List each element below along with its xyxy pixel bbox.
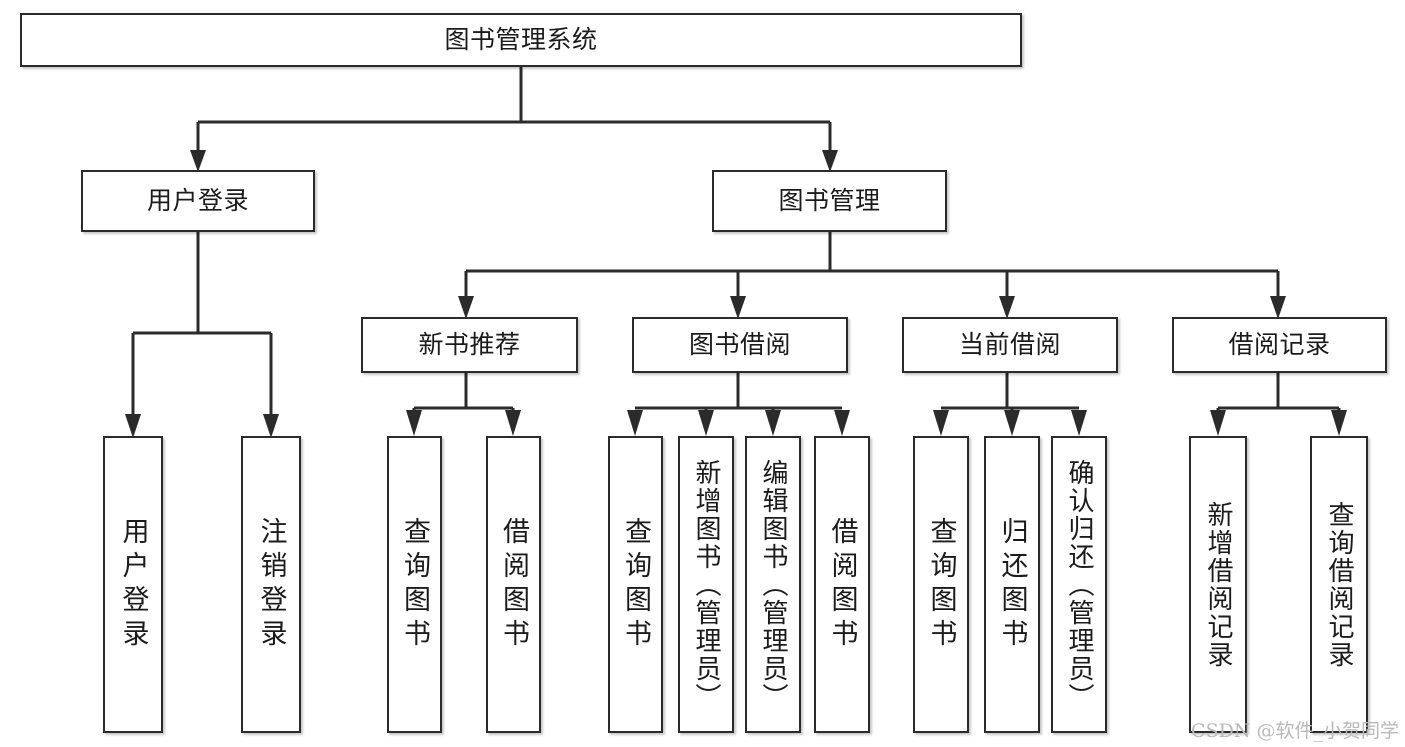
arrowhead-query-book-1	[406, 410, 422, 436]
node-confirm-return-admin-label: 确认归还（管理员）	[1064, 458, 1094, 711]
arrowhead-query-book-2	[627, 410, 643, 436]
node-user-login-label: 用户登录	[146, 185, 249, 215]
node-book-manage[interactable]: 图书管理	[712, 170, 947, 232]
node-confirm-return-admin[interactable]: 确认归还（管理员）	[1051, 436, 1107, 733]
node-current-borrow[interactable]: 当前借阅	[902, 317, 1118, 373]
node-current-borrow-label: 当前借阅	[958, 329, 1061, 359]
arrowhead-user-login-leaf	[125, 414, 141, 438]
node-return-book-label: 归还图书	[996, 516, 1028, 653]
node-query-book-1[interactable]: 查询图书	[387, 436, 442, 733]
node-root[interactable]: 图书管理系统	[20, 13, 1022, 67]
node-query-book-3[interactable]: 查询图书	[913, 436, 969, 733]
node-edit-book-admin-label: 编辑图书（管理员）	[758, 458, 788, 711]
node-edit-book-admin[interactable]: 编辑图书（管理员）	[745, 436, 801, 733]
node-add-borrow-record[interactable]: 新增借阅记录	[1189, 436, 1247, 733]
node-query-book-1-label: 查询图书	[399, 516, 430, 653]
node-borrow-record-label: 借阅记录	[1228, 329, 1331, 359]
node-borrow-book-1-label: 借阅图书	[498, 516, 529, 653]
node-borrow-book-2-label: 借阅图书	[826, 516, 858, 653]
node-query-book-2[interactable]: 查询图书	[608, 436, 663, 733]
node-query-book-2-label: 查询图书	[620, 516, 651, 653]
node-query-book-3-label: 查询图书	[925, 516, 957, 653]
arrowhead-return-book	[1004, 410, 1020, 436]
node-user-logout-leaf-label: 注销登录	[255, 516, 287, 653]
node-user-login[interactable]: 用户登录	[81, 170, 315, 232]
arrowhead-confirm-return-admin	[1071, 410, 1087, 436]
arrowhead-edit-book-admin	[765, 410, 781, 436]
arrowhead-user-login	[190, 150, 206, 172]
node-book-borrow[interactable]: 图书借阅	[632, 317, 848, 373]
node-root-label: 图书管理系统	[444, 24, 598, 54]
node-add-book-admin-label: 新增图书（管理员）	[691, 458, 721, 711]
node-book-manage-label: 图书管理	[778, 185, 881, 215]
arrowhead-add-book-admin	[698, 410, 714, 436]
arrowhead-user-logout-leaf	[263, 414, 279, 438]
node-borrow-book-1[interactable]: 借阅图书	[486, 436, 541, 733]
node-borrow-record[interactable]: 借阅记录	[1172, 317, 1387, 373]
node-add-borrow-record-label: 新增借阅记录	[1203, 500, 1233, 669]
arrowhead-query-book-3	[933, 410, 949, 436]
node-user-logout-leaf[interactable]: 注销登录	[241, 436, 301, 733]
node-new-book-recommend-label: 新书推荐	[418, 329, 521, 359]
node-book-borrow-label: 图书借阅	[688, 329, 791, 359]
node-user-login-leaf-label: 用户登录	[117, 516, 149, 653]
arrowhead-borrow-record	[1270, 296, 1286, 319]
arrowhead-query-borrow-record	[1331, 410, 1347, 436]
csdn-watermark: CSDN @软件_小贺同学	[1191, 720, 1399, 742]
arrowhead-book-manage	[822, 150, 838, 172]
node-new-book-recommend[interactable]: 新书推荐	[361, 317, 578, 373]
arrowhead-add-borrow-record	[1210, 410, 1226, 436]
arrowhead-borrow-book-1	[505, 410, 521, 436]
arrowhead-book-borrow	[730, 296, 746, 319]
node-borrow-book-2[interactable]: 借阅图书	[814, 436, 870, 733]
arrowhead-current-borrow	[999, 296, 1015, 319]
node-query-borrow-record-label: 查询借阅记录	[1324, 500, 1354, 669]
arrowhead-borrow-book-2	[834, 410, 850, 436]
node-return-book[interactable]: 归还图书	[984, 436, 1040, 733]
arrowhead-new-book-recommend	[458, 296, 474, 319]
node-add-book-admin[interactable]: 新增图书（管理员）	[678, 436, 734, 733]
node-user-login-leaf[interactable]: 用户登录	[103, 436, 163, 733]
node-query-borrow-record[interactable]: 查询借阅记录	[1310, 436, 1368, 733]
